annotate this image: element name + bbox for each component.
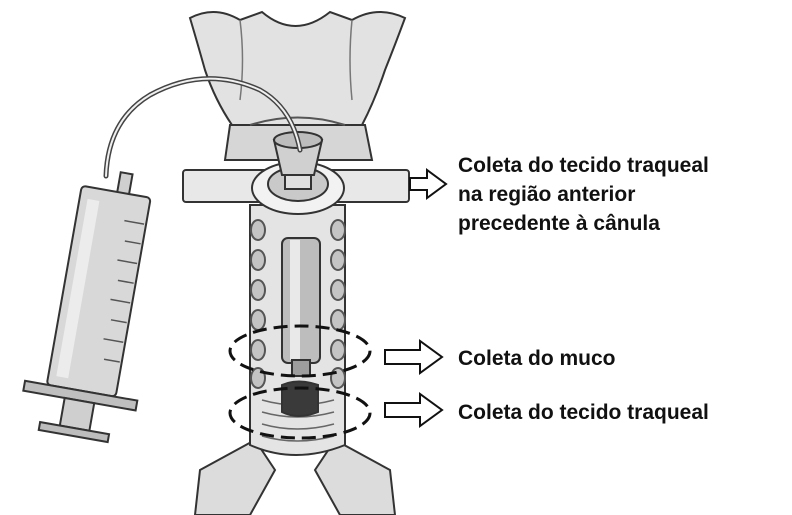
label-tracheal-tissue-anterior: Coleta do tecido traqueal na região ante…: [458, 151, 709, 238]
label-line: Coleta do tecido traqueal: [458, 151, 709, 180]
arrow-right-icon: [410, 170, 446, 198]
syringe-icon: [17, 162, 176, 446]
arrow-right-icon: [385, 394, 442, 426]
label-tracheal-tissue-collection: Coleta do tecido traqueal: [458, 398, 709, 427]
label-mucus-collection: Coleta do muco: [458, 344, 616, 373]
label-line: na região anterior: [458, 180, 709, 209]
arrow-right-icon: [385, 341, 442, 373]
label-line: precedente à cânula: [458, 209, 709, 238]
